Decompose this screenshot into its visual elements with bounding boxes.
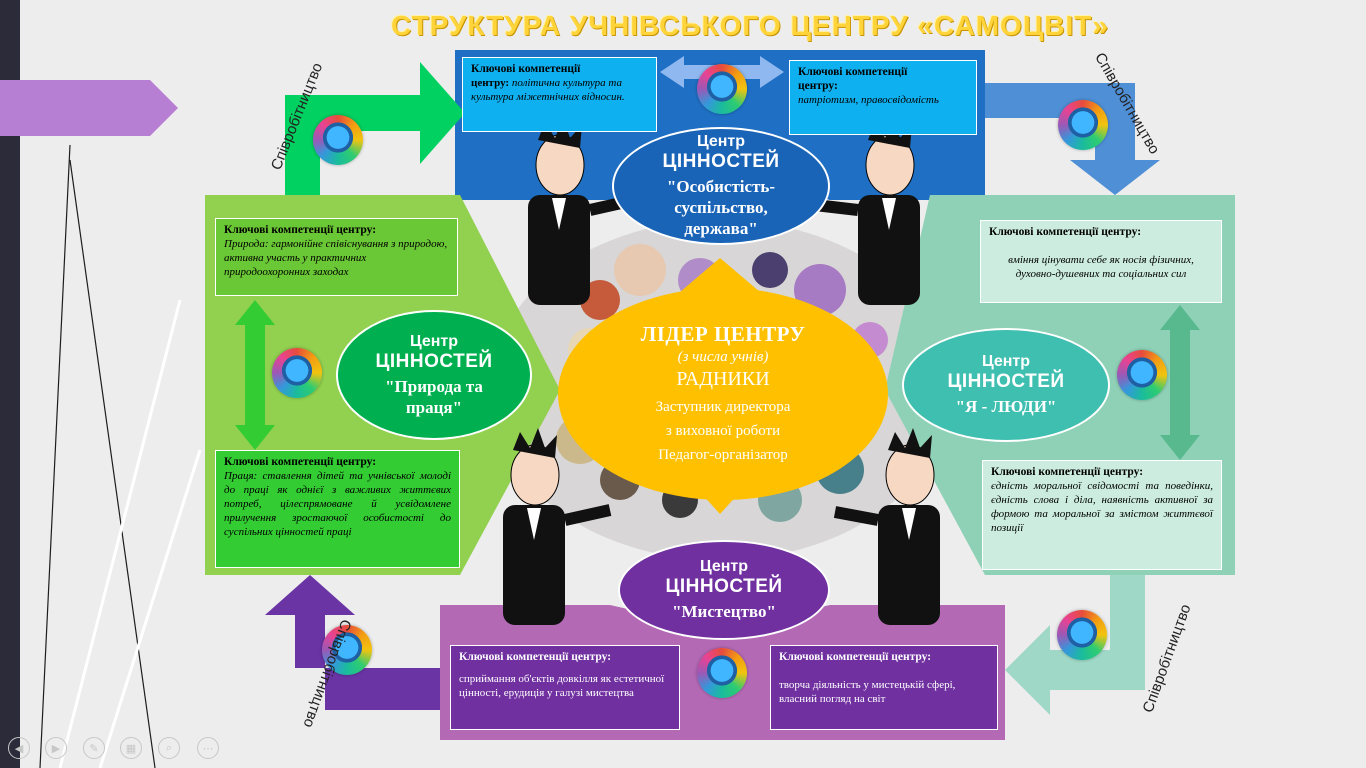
box-heading: Ключові компетенції центру: (779, 651, 932, 663)
gem-logo-icon (1058, 100, 1108, 150)
box-heading: Ключові компетенції (471, 63, 581, 75)
box-heading: Ключові компетенції центру: (991, 466, 1144, 478)
next-slide-icon[interactable]: ▶ (45, 737, 67, 759)
center-label: Центр (981, 353, 1031, 370)
center-title: ЦІННОСТЕЙ (375, 350, 493, 372)
pen-icon[interactable]: ✎ (83, 737, 105, 759)
box-heading-2: центру: (798, 80, 838, 92)
center-name: "Мистецтво" (672, 602, 776, 621)
advisor-role: з виховної роботи (665, 422, 781, 439)
center-ellipse-right: Центр ЦІННОСТЕЙ "Я - ЛЮДИ" (902, 328, 1110, 442)
competency-box-bottom-left: Ключові компетенції центру: сприймання о… (450, 645, 680, 730)
center-name: "Я - ЛЮДИ" (955, 397, 1057, 416)
center-label: Центр (696, 133, 746, 150)
leader-title: ЛІДЕР ЦЕНТРУ (640, 321, 806, 346)
slides-grid-icon[interactable]: ▦ (120, 737, 142, 759)
teacher-figure-bottom-left (503, 428, 612, 625)
center-label: Центр (699, 558, 749, 575)
competency-box-bottom-right: Ключові компетенції центру: творча діяль… (770, 645, 998, 730)
previous-slide-icon[interactable]: ◀ (8, 737, 30, 759)
box-heading: Ключові компетенції центру: (989, 226, 1142, 238)
advisor-role: Заступник директора (655, 398, 791, 415)
gem-logo-icon (697, 648, 747, 698)
box-text: сприймання об'єктів довкілля як естетичн… (459, 673, 665, 699)
competency-box-top-right: Ключові компетенції центру: патріотизм, … (789, 60, 977, 135)
teacher-figure-top-left (528, 118, 637, 305)
advisors-label: РАДНИКИ (676, 367, 770, 390)
competency-box-right-bottom: Ключові компетенції центру: єдність мора… (982, 460, 1222, 570)
gem-logo-icon (1057, 610, 1107, 660)
box-heading: Ключові компетенції центру: (224, 224, 377, 236)
competency-box-right-top: Ключові компетенції центру: вміння цінув… (980, 220, 1222, 303)
gem-logo-icon (322, 625, 372, 675)
teacher-figure-top-right (814, 118, 920, 305)
gem-logo-icon (272, 348, 322, 398)
center-ellipse-bottom: Центр ЦІННОСТЕЙ "Мистецтво" (618, 540, 830, 640)
box-text: творча діяльність у мистецькій сфері, вл… (779, 679, 956, 705)
box-text: патріотизм, правосвідомість (798, 94, 939, 106)
center-label: Центр (409, 332, 459, 350)
center-ellipse-top: Центр ЦІННОСТЕЙ "Особистість-суспільство… (612, 127, 830, 245)
box-text: вміння цінувати себе як носія фізичних, … (1008, 254, 1194, 280)
advisor-role: Педагог-організатор (658, 446, 788, 463)
zoom-icon[interactable]: ⌕ (158, 737, 180, 759)
box-heading: Ключові компетенції центру: (224, 456, 377, 468)
center-name: "Особистість-суспільство,держава" (666, 177, 776, 238)
center-title: ЦІННОСТЕЙ (665, 576, 783, 597)
more-options-icon[interactable]: ⋯ (197, 737, 219, 759)
teacher-figure-bottom-right (833, 428, 940, 625)
center-title: ЦІННОСТЕЙ (947, 371, 1065, 392)
center-title: ЦІННОСТЕЙ (662, 151, 780, 172)
box-text: єдність моральної свідомості та поведінк… (991, 480, 1213, 534)
gem-logo-icon (697, 64, 747, 114)
gem-logo-icon (313, 115, 363, 165)
box-text: Природа: гармонійне співіснування з прир… (224, 238, 448, 278)
page-title: СТРУКТУРА УЧНІВСЬКОГО ЦЕНТРУ «САМОЦВІТ» (391, 10, 1109, 41)
box-text: Праця: ставлення дітей та учнівської мол… (224, 470, 451, 538)
leader-subtitle: (з числа учнів) (677, 348, 769, 365)
box-heading: Ключові компетенції центру: (459, 651, 612, 663)
box-heading: Ключові компетенції (798, 66, 908, 78)
leader-ellipse: ЛІДЕР ЦЕНТРУ (з числа учнів) РАДНИКИ Зас… (558, 288, 888, 500)
box-text: центру: політична культура та культура м… (471, 77, 625, 103)
gem-logo-icon (1117, 350, 1167, 400)
competency-box-top-left: Ключові компетенції центру: політична ку… (462, 57, 657, 132)
competency-box-left-top: Ключові компетенції центру: Природа: гар… (215, 218, 458, 296)
competency-box-left-bottom: Ключові компетенції центру: Праця: ставл… (215, 450, 460, 568)
